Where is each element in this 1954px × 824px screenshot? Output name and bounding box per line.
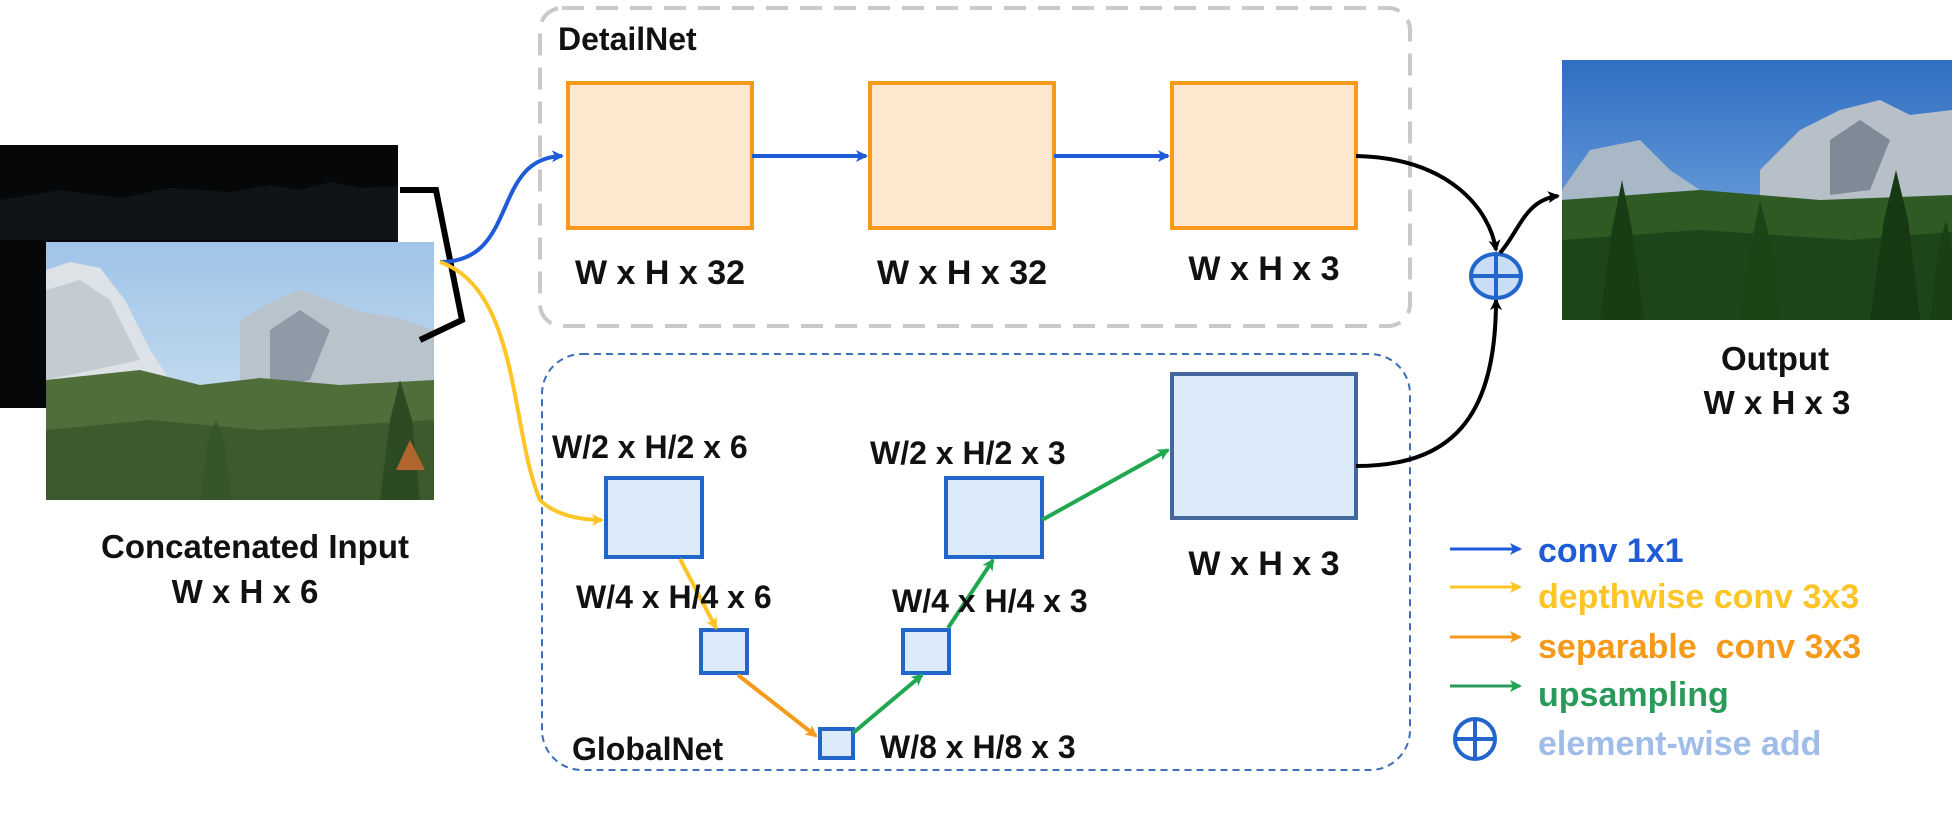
upsampling-arrow-up1-up2 — [946, 558, 995, 630]
legend-separable-label: separable conv 3x3 — [1538, 628, 1861, 666]
global-bottom-label: W/8 x H/8 x 3 — [880, 729, 1076, 765]
legend-add-icon — [1453, 717, 1497, 761]
detail-block-2 — [868, 81, 1056, 230]
global-full-label: W x H x 3 — [1188, 545, 1339, 583]
separable-arrow-down2-bottom — [736, 673, 818, 738]
legend-depthwise-label: depthwise conv 3x3 — [1538, 578, 1859, 616]
depthwise-arrow-down1-down2 — [678, 558, 718, 630]
global-down2-block — [699, 628, 749, 675]
dark-image-silhouette — [0, 182, 398, 240]
global-up1-label: W/4 x H/4 x 3 — [892, 583, 1088, 619]
global-up2-label: W/2 x H/2 x 3 — [870, 435, 1066, 471]
input-caption-line2: W x H x 6 — [172, 573, 319, 610]
output-image — [1562, 60, 1952, 320]
detail-block-1-label: W x H x 32 — [575, 254, 745, 292]
global-full-block — [1170, 372, 1358, 520]
element-wise-add-icon — [1469, 252, 1523, 300]
legend-add-label: element-wise add — [1538, 725, 1821, 763]
globalnet-title: GlobalNet — [572, 731, 723, 767]
global-bottom-block — [818, 727, 855, 760]
global-up2-block — [944, 476, 1044, 559]
global-down1-label: W/2 x H/2 x 6 — [552, 429, 748, 465]
global-down1-block — [604, 476, 704, 559]
legend-conv1x1-label: conv 1x1 — [1538, 532, 1684, 570]
landscape-input-image — [46, 242, 434, 500]
upsampling-arrow-bottom-up1 — [851, 673, 924, 735]
add-to-output-arrow — [1498, 191, 1560, 255]
detail-block-3 — [1170, 81, 1358, 230]
input-caption-line1: Concatenated Input — [101, 528, 409, 565]
detail-block-1 — [566, 81, 754, 230]
depthwise-arrow-input-global — [439, 260, 604, 526]
global-to-add-arrow — [1355, 298, 1502, 468]
detailnet-container — [538, 6, 1412, 328]
output-caption-line1: Output — [1721, 340, 1829, 377]
detailnet-title: DetailNet — [558, 21, 697, 57]
global-up1-block — [901, 628, 951, 675]
detail-block-3-label: W x H x 3 — [1188, 250, 1339, 288]
output-caption-line2: W x H x 3 — [1704, 384, 1851, 421]
upsampling-arrow-up2-full — [1041, 448, 1170, 522]
detail-to-add-arrow — [1355, 154, 1501, 252]
input-image-stack — [0, 145, 466, 500]
detail-block-2-label: W x H x 32 — [877, 254, 1047, 292]
legend: conv 1x1 depthwise conv 3x3 separable co… — [1450, 532, 1861, 763]
globalnet-container — [541, 353, 1411, 771]
legend-upsampling-label: upsampling — [1538, 676, 1729, 714]
concat-bracket — [400, 187, 466, 343]
conv1x1-arrow-input-detail — [439, 150, 564, 264]
global-down2-label: W/4 x H/4 x 6 — [576, 579, 772, 615]
